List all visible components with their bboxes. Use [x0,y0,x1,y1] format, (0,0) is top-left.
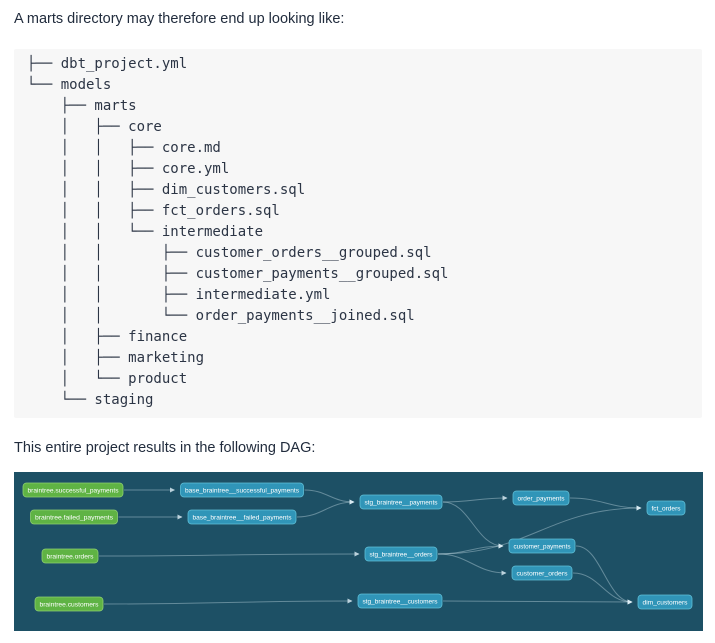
dag-node-order_payments: order_payments [512,490,570,506]
dag-node-braintree.orders: braintree.orders [41,548,99,564]
source-node-box [34,596,104,612]
model-node-box [187,509,297,525]
dag-edge-braintree.customers--stg_braintree__customers [103,598,353,605]
dag-panel: braintree.successful_payments base_braint… [14,472,703,632]
dag-node-base_braintree__failed_payments: base_braintree__failed_payments [187,509,297,525]
dag-node-customer_orders: customer_orders [511,565,573,581]
source-node-box [41,548,99,564]
model-node-box [511,565,573,581]
dag-edge-braintree.orders--stg_braintree__orders [98,551,360,557]
dag-node-label: fct_orders [652,506,682,513]
dag-node-label: braintree.successful_payments [28,488,120,495]
model-node-box [359,494,443,510]
dag-node-dim_customers: dim_customers [637,594,693,610]
source-node-box [30,509,118,525]
dag-node-label: braintree.customers [40,602,100,609]
dag-edge-order_payments--fct_orders [569,497,642,511]
dag-node-label: stg_braintree__payments [365,500,439,507]
dag-edge-base_braintree__failed_payments--stg_braintree__payments [296,499,355,518]
dag-node-label: braintree.failed_payments [35,515,114,522]
dag-node-label: customer_orders [517,571,569,578]
dag-edge-stg_braintree__orders--customer_payments [437,543,504,555]
dag-node-label: stg_braintree__orders [370,552,434,559]
dag-edge-stg_braintree__payments--customer_payments [442,501,504,549]
model-node-box [646,500,686,516]
dag-edge-customer_payments--dim_customers [575,545,633,605]
source-node-box [22,482,124,498]
model-node-box [637,594,693,610]
dag-intro-text: This entire project results in the follo… [14,440,316,457]
dag-node-label: braintree.orders [47,554,95,561]
model-node-box [364,546,438,562]
dag-edge-customer_orders--dim_customers [572,572,633,605]
dag-node-label: customer_payments [514,544,572,551]
dag-node-braintree.failed_payments: braintree.failed_payments [30,509,118,525]
model-node-box [508,538,576,554]
dag-node-customer_payments: customer_payments [508,538,576,554]
dag-node-stg_braintree__orders: stg_braintree__orders [364,546,438,562]
dag-node-label: stg_braintree__customers [363,599,439,606]
dag-node-braintree.successful_payments: braintree.successful_payments [22,482,124,498]
dag-node-base_braintree__successful_payments: base_braintree__successful_payments [180,482,304,498]
dag-graph: braintree.successful_payments base_braint… [22,482,693,612]
dag-node-label: order_payments [518,496,566,503]
dag-edge-stg_braintree__orders--fct_orders [437,505,642,555]
dag-node-label: base_braintree__successful_payments [185,488,300,495]
dag-edge-stg_braintree__customers--dim_customers [442,599,633,605]
dag-edge-base_braintree__successful_payments--stg_braintree__payments [304,489,355,505]
dag-edge-stg_braintree__orders--customer_orders [437,553,507,576]
dag-node-stg_braintree__payments: stg_braintree__payments [359,494,443,510]
model-node-box [180,482,304,498]
dag-node-label: dim_customers [643,600,689,607]
dag-node-stg_braintree__customers: stg_braintree__customers [357,593,443,609]
intro-text: A marts directory may therefore end up l… [14,11,345,27]
model-node-box [357,593,443,609]
dag-node-label: base_braintree__failed_payments [193,515,293,522]
model-node-box [512,490,570,506]
dag-node-fct_orders: fct_orders [646,500,686,516]
dag-node-braintree.customers: braintree.customers [34,596,104,612]
directory-tree-codeblock: ├── dbt_project.yml └── models ├── marts… [14,49,702,419]
dag-edge-stg_braintree__payments--order_payments [442,495,508,503]
